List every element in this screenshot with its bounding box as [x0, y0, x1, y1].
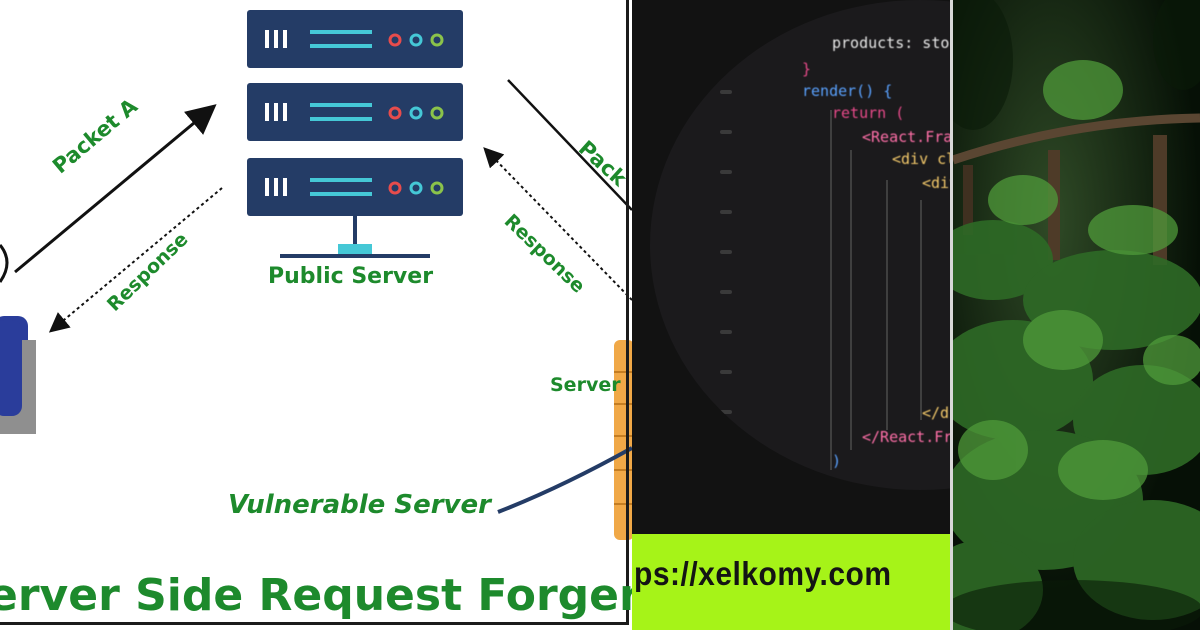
code-line: <React.Frag	[862, 128, 950, 146]
indent-guide	[850, 150, 852, 450]
gutter-mark	[720, 210, 732, 214]
response-right-arrow	[483, 147, 632, 301]
gutter-mark	[720, 90, 732, 94]
code-line: }	[802, 60, 812, 78]
vulnerable-server-label: Vulnerable Server	[228, 490, 491, 520]
server-rack-icon	[247, 10, 463, 258]
code-line: <div	[922, 174, 950, 192]
gutter-mark	[720, 290, 732, 294]
code-line: <div cla	[892, 150, 950, 168]
code-line: )	[832, 452, 842, 470]
gutter-mark	[720, 370, 732, 374]
code-line: render() {	[802, 82, 893, 100]
gutter-mark	[720, 130, 732, 134]
indent-guide	[830, 110, 832, 470]
code-line: return (	[832, 104, 905, 122]
gutter-mark	[720, 250, 732, 254]
response-left-arrow	[48, 187, 223, 333]
gutter-mark	[720, 410, 732, 414]
code-panel: products: store } render() { return ( <R…	[632, 0, 950, 630]
code-line: </di	[922, 404, 950, 422]
server-right-label: Server	[550, 374, 621, 396]
url-banner: ps://xelkomy.com	[632, 534, 950, 630]
code-line: products: store	[832, 34, 950, 52]
gutter-mark	[720, 330, 732, 334]
forest-photo	[953, 0, 1200, 630]
gutter-mark	[720, 170, 732, 174]
code-photo: products: store } render() { return ( <R…	[650, 0, 950, 490]
url-text: ps://xelkomy.com	[634, 556, 892, 593]
indent-guide	[920, 200, 922, 420]
attacker-figure-icon	[0, 244, 36, 434]
panel-divider	[950, 0, 953, 630]
ssrf-diagram-panel: Packet A Response Pack Response Public S…	[0, 0, 632, 630]
public-server-label: Public Server	[268, 264, 434, 289]
code-line: </React.Frag	[862, 428, 950, 446]
packet-a-arrow	[14, 104, 217, 274]
vulnerable-connector	[497, 446, 632, 514]
packet-right-line	[507, 79, 632, 211]
diagram-frame	[0, 0, 629, 625]
indent-guide	[886, 180, 888, 430]
forest-photo-panel	[953, 0, 1200, 630]
diagram-title: erver Side Request Forger	[0, 570, 632, 621]
diagram-graphics	[0, 10, 632, 540]
